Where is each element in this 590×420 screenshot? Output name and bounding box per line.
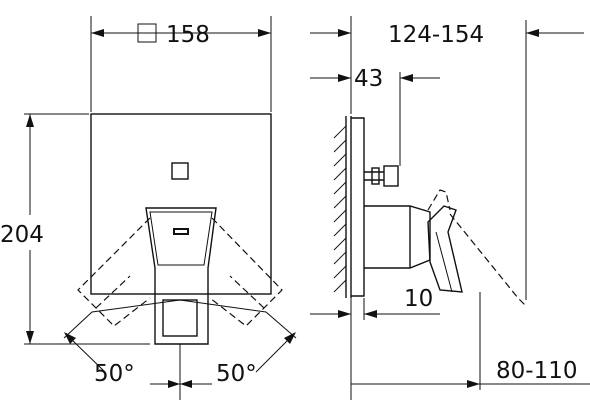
side-valve-body [364, 205, 431, 269]
front-view: 158 204 50° 50° [0, 16, 297, 400]
angle-line-right [179, 299, 297, 339]
rotated-handle-left-dashed [77, 217, 151, 327]
cover-plate-outline [90, 113, 272, 295]
side-lever [427, 205, 463, 293]
angle-arrow-right-lower [255, 337, 291, 373]
lever-range-label: 80-110 [496, 358, 577, 384]
square-symbol [137, 23, 157, 43]
spout-offset-label: 10 [404, 286, 433, 312]
handle-slot [173, 228, 189, 235]
width-value: 158 [166, 22, 210, 48]
angle-left-label: 50° [94, 361, 135, 387]
rough-in-depth-label: 43 [354, 66, 383, 92]
side-view: 124-154 43 10 80-110 [310, 16, 590, 400]
side-lever-dashed [427, 189, 527, 307]
handle-square-inlay [162, 299, 198, 337]
front-handle [145, 207, 217, 345]
angle-right-label: 50° [216, 361, 257, 387]
side-connector [364, 165, 399, 187]
angle-line-left [63, 299, 181, 339]
diverter-button-outline [171, 162, 189, 180]
projection-range-label: 124-154 [388, 22, 484, 48]
wall-hatching [333, 116, 352, 298]
height-value: 204 [0, 222, 44, 248]
rough-in-body [351, 117, 365, 297]
rotated-handle-right-dashed [209, 217, 283, 327]
